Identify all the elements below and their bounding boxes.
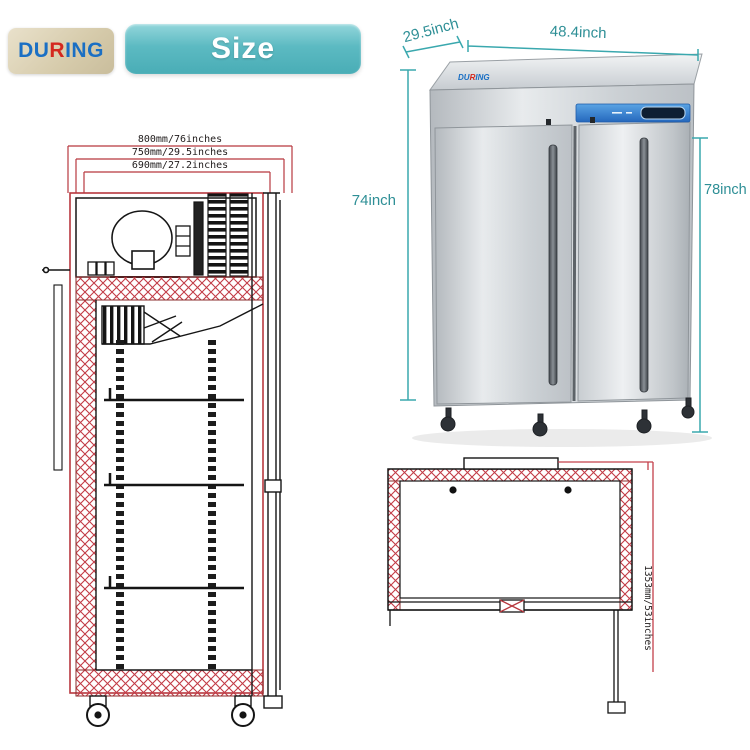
shelf-rails (116, 340, 216, 670)
top-view-dim-line (558, 461, 654, 672)
size-tab-label: Size (210, 32, 276, 65)
dim-depth-label: 29.5inch (401, 15, 460, 46)
machine-small-parts (87, 225, 191, 276)
insulation-hatch (75, 276, 264, 697)
side-dim-mid-label: 750mm/29.5inches (132, 147, 228, 158)
evaporator-unit (101, 303, 264, 345)
dim-height-left-label: 74inch (352, 192, 396, 209)
brand-logo-text-3: ING (65, 39, 104, 62)
fridge-brand-label: DURING (458, 73, 490, 82)
hinge-rod (42, 266, 70, 471)
brand-logo-text-1: DU (18, 39, 50, 62)
condenser-coil (193, 193, 249, 277)
casters (86, 695, 255, 727)
panel-marks (612, 112, 632, 114)
interior-lines (95, 193, 253, 696)
top-view-walls (387, 468, 633, 611)
shelves (104, 388, 244, 590)
door-front-lines (388, 599, 632, 714)
top-view-drawing: 1353mm/53inches (387, 457, 654, 714)
door-gap (572, 125, 577, 402)
top-notch (463, 457, 559, 470)
hinge-dots (449, 486, 572, 494)
side-dim-outer-label: 800mm/76inches (138, 134, 222, 145)
product-photo: DURING 29.5inch 48.4inch 74inch 78inch (352, 15, 747, 447)
door-hinges (546, 117, 595, 125)
temperature-display (640, 106, 686, 120)
brand-logo-text-2: R (49, 39, 66, 62)
floor-shadow (412, 429, 712, 447)
left-door-handle (548, 144, 558, 386)
side-dim-inner-label: 690mm/27.2inches (132, 160, 228, 171)
fridge-right-door (577, 121, 691, 402)
size-tab-button[interactable]: Size (125, 24, 361, 74)
right-door-handle (639, 137, 649, 393)
top-view-inner (399, 480, 621, 599)
fridge-casters (440, 397, 695, 437)
top-view-dim-label: 1353mm/53inches (642, 565, 653, 651)
dimension-lines (400, 35, 708, 433)
door-panel (263, 192, 283, 709)
dim-height-right-label: 78inch (704, 182, 747, 198)
side-dim-lines (67, 145, 293, 193)
top-view-outline (387, 468, 633, 611)
dim-width-label: 48.4inch (550, 23, 607, 42)
side-section-drawing: 800mm/76inches 750mm/29.5inches 690mm/27… (42, 134, 293, 727)
fridge-left-door (434, 124, 573, 405)
